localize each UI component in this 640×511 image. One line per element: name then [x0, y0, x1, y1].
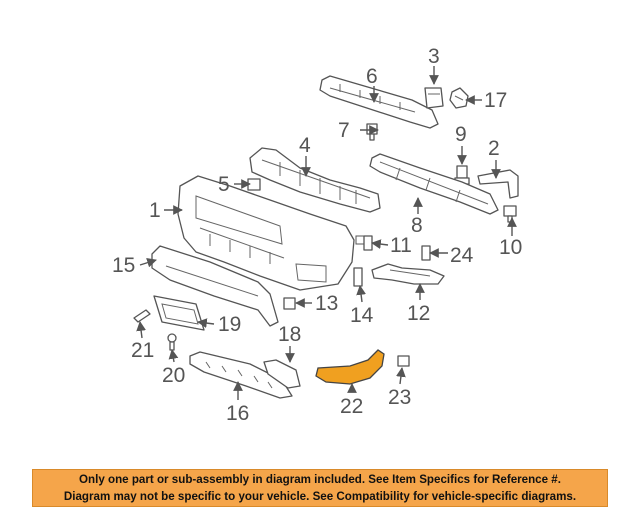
callout-4: 4	[299, 134, 311, 157]
part-19-drawing	[153, 295, 205, 331]
disclaimer-line-2: Diagram may not be specific to your vehi…	[63, 490, 577, 503]
part-8-drawing	[369, 153, 499, 215]
part-12-drawing	[371, 263, 445, 285]
callout-8: 8	[411, 214, 423, 237]
part-4-drawing	[249, 147, 381, 213]
callout-15: 15	[112, 254, 135, 277]
part-3-drawing	[424, 87, 444, 109]
part-22-drawing	[315, 349, 385, 385]
callout-23: 23	[388, 386, 411, 409]
callout-9: 9	[455, 123, 467, 146]
part-15-drawing	[151, 245, 279, 327]
part-7-drawing	[366, 123, 378, 141]
part-21-drawing	[133, 309, 151, 323]
part-14-drawing	[353, 267, 363, 287]
callout-3: 3	[428, 45, 440, 68]
callout-16: 16	[226, 402, 249, 425]
part-10-drawing	[503, 205, 517, 223]
callout-labels: 3 6 17 7 9 2 4 5 8 10 1 11 24 15 12 13 1…	[112, 45, 522, 425]
callout-7: 7	[338, 119, 350, 142]
callout-18: 18	[278, 323, 301, 346]
callout-13: 13	[315, 292, 338, 315]
callout-6: 6	[366, 65, 378, 88]
part-1-drawing	[177, 175, 365, 291]
disclaimer-banner: Only one part or sub-assembly in diagram…	[32, 469, 608, 507]
callout-24: 24	[450, 244, 474, 267]
callout-20: 20	[162, 364, 185, 387]
callout-21: 21	[131, 339, 154, 362]
callout-2: 2	[488, 137, 500, 160]
part-17-drawing	[449, 87, 469, 109]
callout-1: 1	[149, 199, 161, 222]
part-13-drawing	[283, 297, 296, 310]
part-11-drawing	[363, 235, 373, 251]
callout-17: 17	[484, 89, 507, 112]
part-20-drawing	[167, 333, 177, 351]
disclaimer-line-1: Only one part or sub-assembly in diagram…	[79, 473, 561, 486]
part-16-drawing	[189, 351, 293, 399]
part-2-drawing	[477, 169, 519, 199]
callout-10: 10	[499, 236, 522, 259]
callout-12: 12	[407, 302, 430, 325]
part-23-drawing	[397, 355, 410, 367]
callout-22: 22	[340, 395, 363, 418]
callout-5: 5	[218, 173, 230, 196]
callout-19: 19	[218, 313, 241, 336]
parts-diagram: 3 6 17 7 9 2 4 5 8 10 1 11 24 15 12 13 1…	[112, 45, 522, 425]
part-18-drawing	[263, 359, 301, 389]
callout-11: 11	[390, 234, 412, 257]
callout-14: 14	[350, 304, 374, 327]
part-24-drawing	[421, 245, 431, 261]
leader-arrows	[136, 66, 517, 400]
